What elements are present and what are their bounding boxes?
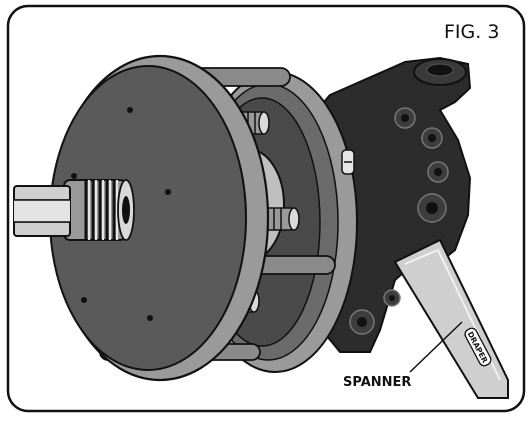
plate-hole (147, 315, 153, 321)
plate-hole (165, 189, 171, 195)
spanner-label: SPANNER (343, 375, 411, 390)
figure-number: FIG. 3 (444, 21, 499, 43)
plate-hole (71, 173, 77, 179)
callout-leader-line (409, 321, 463, 373)
plate-hole (81, 297, 87, 303)
plate-hole (127, 107, 133, 113)
spanner-callout: SPANNER (343, 321, 463, 390)
spanner: DRAPER (393, 238, 509, 399)
forcing-screw (13, 179, 135, 241)
